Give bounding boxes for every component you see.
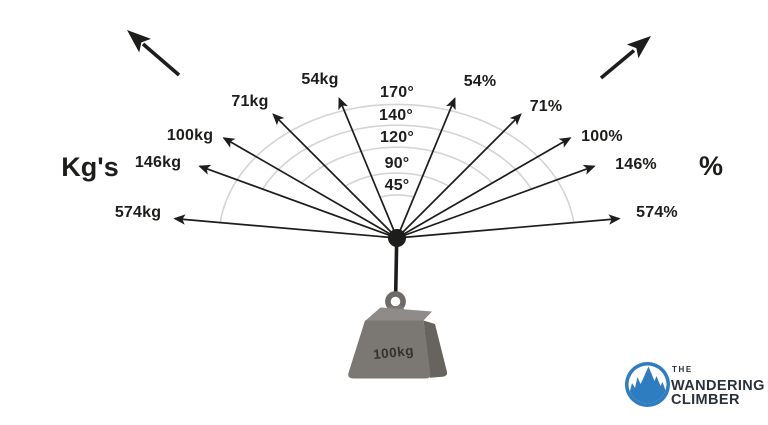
angle-label-140: 140° [379,107,413,124]
force-label-146kg: 146kg [135,154,181,171]
force-label-100pct: 100% [581,128,623,145]
arc-170deg [219,103,575,223]
arrow-right-100pct [396,137,572,239]
force-label-574kg: 574kg [115,204,161,221]
force-label-54pct: 54% [464,73,497,90]
weight-block: 100kg [348,306,448,379]
force-label-71pct: 71% [530,98,563,115]
arrow-left-54kg [338,97,398,239]
arc-120deg [301,146,493,184]
logo-text-wandering: WANDERING [671,378,765,394]
logo: THE WANDERING CLIMBER [625,362,765,408]
weight-side-face [423,320,448,378]
arc-140deg [261,124,533,190]
arrow-right-146pct [396,164,596,239]
angle-label-90: 90° [385,155,410,172]
arc-90deg [344,172,450,187]
anchor-dot [388,229,406,247]
direction-arrow-up-left-icon [127,30,181,77]
force-label-54kg: 54kg [301,71,338,88]
angle-label-170: 170° [380,84,414,101]
arrow-right-71pct [396,113,522,239]
logo-text-the: THE [672,365,693,374]
corner-arrows [127,30,651,80]
mountain-icon [628,366,667,404]
right-unit-label: % [699,151,723,181]
angle-label-120: 120° [380,129,414,146]
angle-arcs [219,103,575,223]
arc-45deg [379,194,415,198]
arrow-left-71kg [272,113,398,239]
left-unit-label: Kg's [61,152,118,182]
angle-label-45: 45° [385,177,410,194]
direction-arrow-up-right-icon [599,36,651,80]
force-label-146pct: 146% [615,156,657,173]
force-arrows [173,97,621,239]
rope [393,239,399,294]
arrow-right-574pct [396,214,621,239]
arrow-left-574kg [173,214,398,239]
logo-text-climber: CLIMBER [671,392,740,408]
percent-labels: 54% 71% 100% 146% 574% [464,73,678,221]
weight-top-face [365,307,432,321]
arrow-right-54pct [396,97,456,239]
force-label-574pct: 574% [636,204,678,221]
force-label-100kg: 100kg [167,127,213,144]
kg-labels: 54kg 71kg 100kg 146kg 574kg [115,71,339,221]
weight-front-face [348,320,431,379]
arrow-left-100kg [222,137,398,239]
weight-label: 100kg [372,343,414,362]
force-label-71kg: 71kg [231,93,268,110]
angle-labels: 170° 140° 120° 90° 45° [379,84,414,194]
arrow-left-146kg [198,164,398,239]
